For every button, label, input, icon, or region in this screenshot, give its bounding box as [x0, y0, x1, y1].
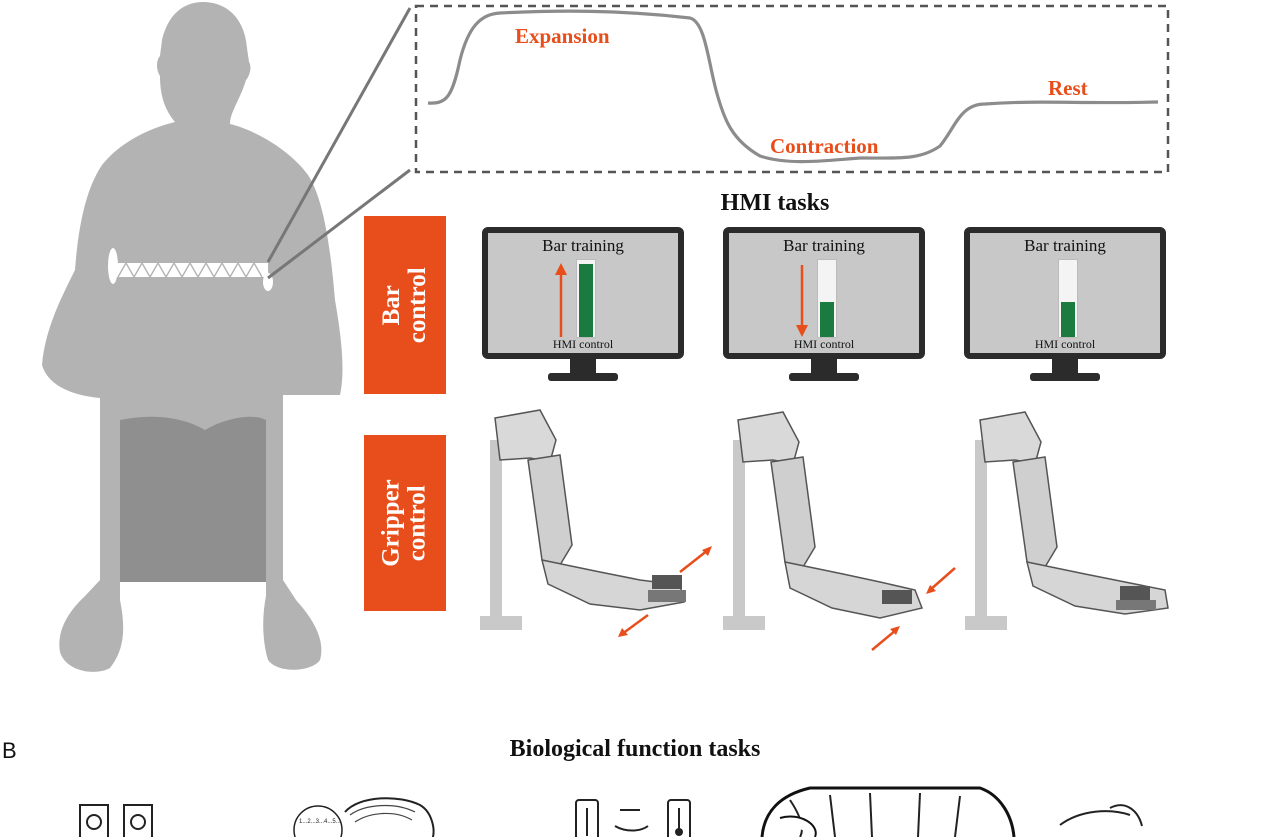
monitor-neck: [1052, 359, 1078, 373]
monitor-footer: HMI control: [793, 337, 855, 351]
open-arrow-up: [679, 549, 709, 573]
zoom-line-top: [266, 7, 412, 263]
monitor-screen: Bar training HMI control: [970, 233, 1160, 353]
respiration-signal-curve: [427, 9, 1159, 164]
face-sensor-sketch: [575, 799, 691, 837]
gripper-arm-3: [965, 411, 1169, 630]
ruler-text: 1...2...3...4...5...: [299, 819, 341, 825]
contraction-label: Contraction: [770, 134, 879, 158]
monitor-title: Bar training: [542, 236, 624, 255]
monitor-base: [548, 373, 618, 381]
open-arrow-down: [621, 613, 649, 636]
monitor-screen: Bar training HMI control: [488, 233, 678, 353]
dashed-inset-frame: [414, 4, 1170, 174]
monitor-neck: [811, 359, 837, 373]
gripper-arm-1: [480, 409, 712, 637]
person-body: [42, 2, 343, 672]
seated-arms-sketch: [760, 786, 1016, 837]
monitor-neck: [570, 359, 596, 373]
panel-b-letter: B: [2, 738, 17, 763]
monitor-footer: HMI control: [1034, 337, 1096, 351]
training-bar-fill: [579, 263, 593, 337]
monitor-3: Bar training HMI control: [964, 227, 1166, 383]
seat-block: [100, 396, 282, 582]
training-bar: [817, 259, 837, 338]
training-bar-fill: [1061, 302, 1075, 337]
bottom-illustrations: [79, 786, 1143, 837]
gripper-arm-2: [723, 411, 956, 651]
bar-control-tab: Bar control: [364, 216, 446, 394]
button-pair-icon: [79, 804, 153, 837]
seated-person-silhouette: [42, 2, 412, 672]
down-arrow-icon: [796, 265, 808, 337]
partial-figure-sketch: [1059, 804, 1143, 827]
expansion-label: Expansion: [515, 24, 610, 48]
bar-control-label: Bar control: [377, 267, 431, 343]
strain-sensor-strip: [108, 248, 273, 291]
hmi-tasks-title: HMI tasks: [720, 190, 830, 216]
monitor-1: Bar training HMI control: [482, 227, 684, 383]
monitor-base: [789, 373, 859, 381]
monitor-2: Bar training HMI control: [723, 227, 925, 383]
gripper-control-label: Gripper control: [377, 479, 432, 567]
close-arrow-top: [929, 567, 956, 591]
close-arrow-bottom: [871, 629, 897, 651]
gripper-control-tab: Gripper control: [364, 435, 446, 611]
reading-head-sketch: [293, 797, 435, 837]
training-bar: [1058, 259, 1078, 338]
monitor-screen: Bar training HMI control: [729, 233, 919, 353]
monitor-title: Bar training: [783, 236, 865, 255]
monitor-base: [1030, 373, 1100, 381]
biological-tasks-title: Biological function tasks: [509, 736, 761, 762]
zoom-line-bottom: [267, 168, 411, 280]
training-bar-fill: [820, 302, 834, 337]
training-bar: [576, 259, 596, 338]
rest-label: Rest: [1048, 76, 1088, 100]
signal-inset: [414, 4, 1170, 174]
monitor-title: Bar training: [1024, 236, 1106, 255]
up-arrow-icon: [555, 263, 567, 337]
monitor-footer: HMI control: [552, 337, 614, 351]
